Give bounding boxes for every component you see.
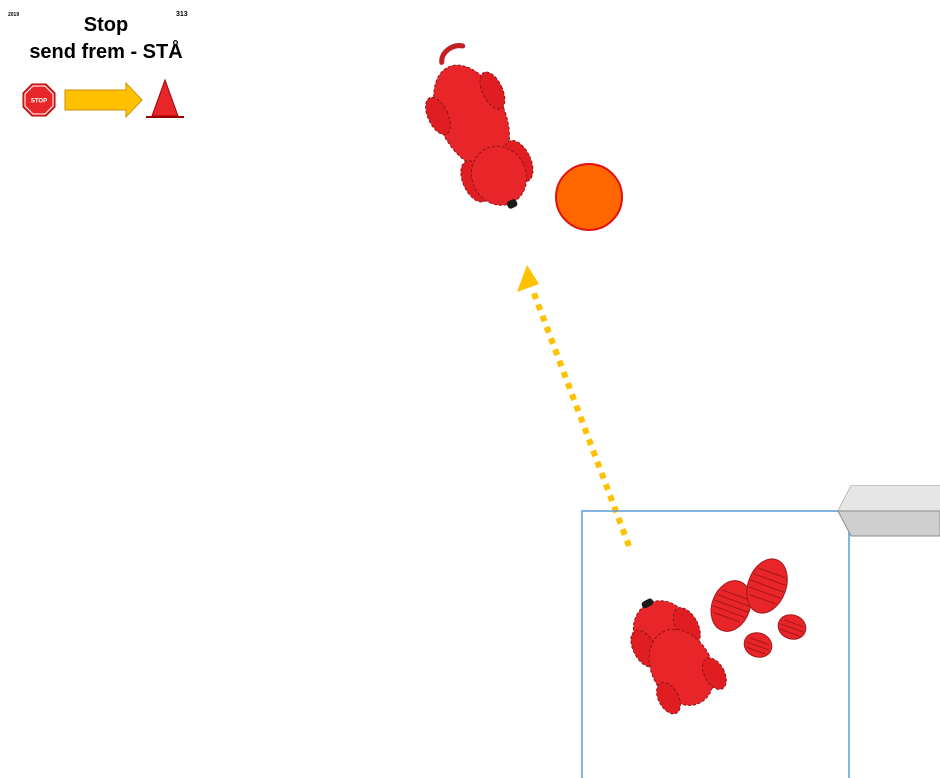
dog-top: [405, 35, 550, 224]
footprints-icon: [704, 553, 809, 661]
arrow-right-icon: [65, 83, 142, 117]
send-forward-arrow: [517, 265, 629, 546]
cone-icon: [146, 80, 184, 117]
arrow-sign-icon: [838, 486, 940, 536]
ball: [556, 164, 622, 230]
stop-sign-text: STOP: [31, 99, 47, 105]
handler-box: [582, 511, 849, 778]
stop-sign-icon: STOP: [23, 84, 55, 116]
